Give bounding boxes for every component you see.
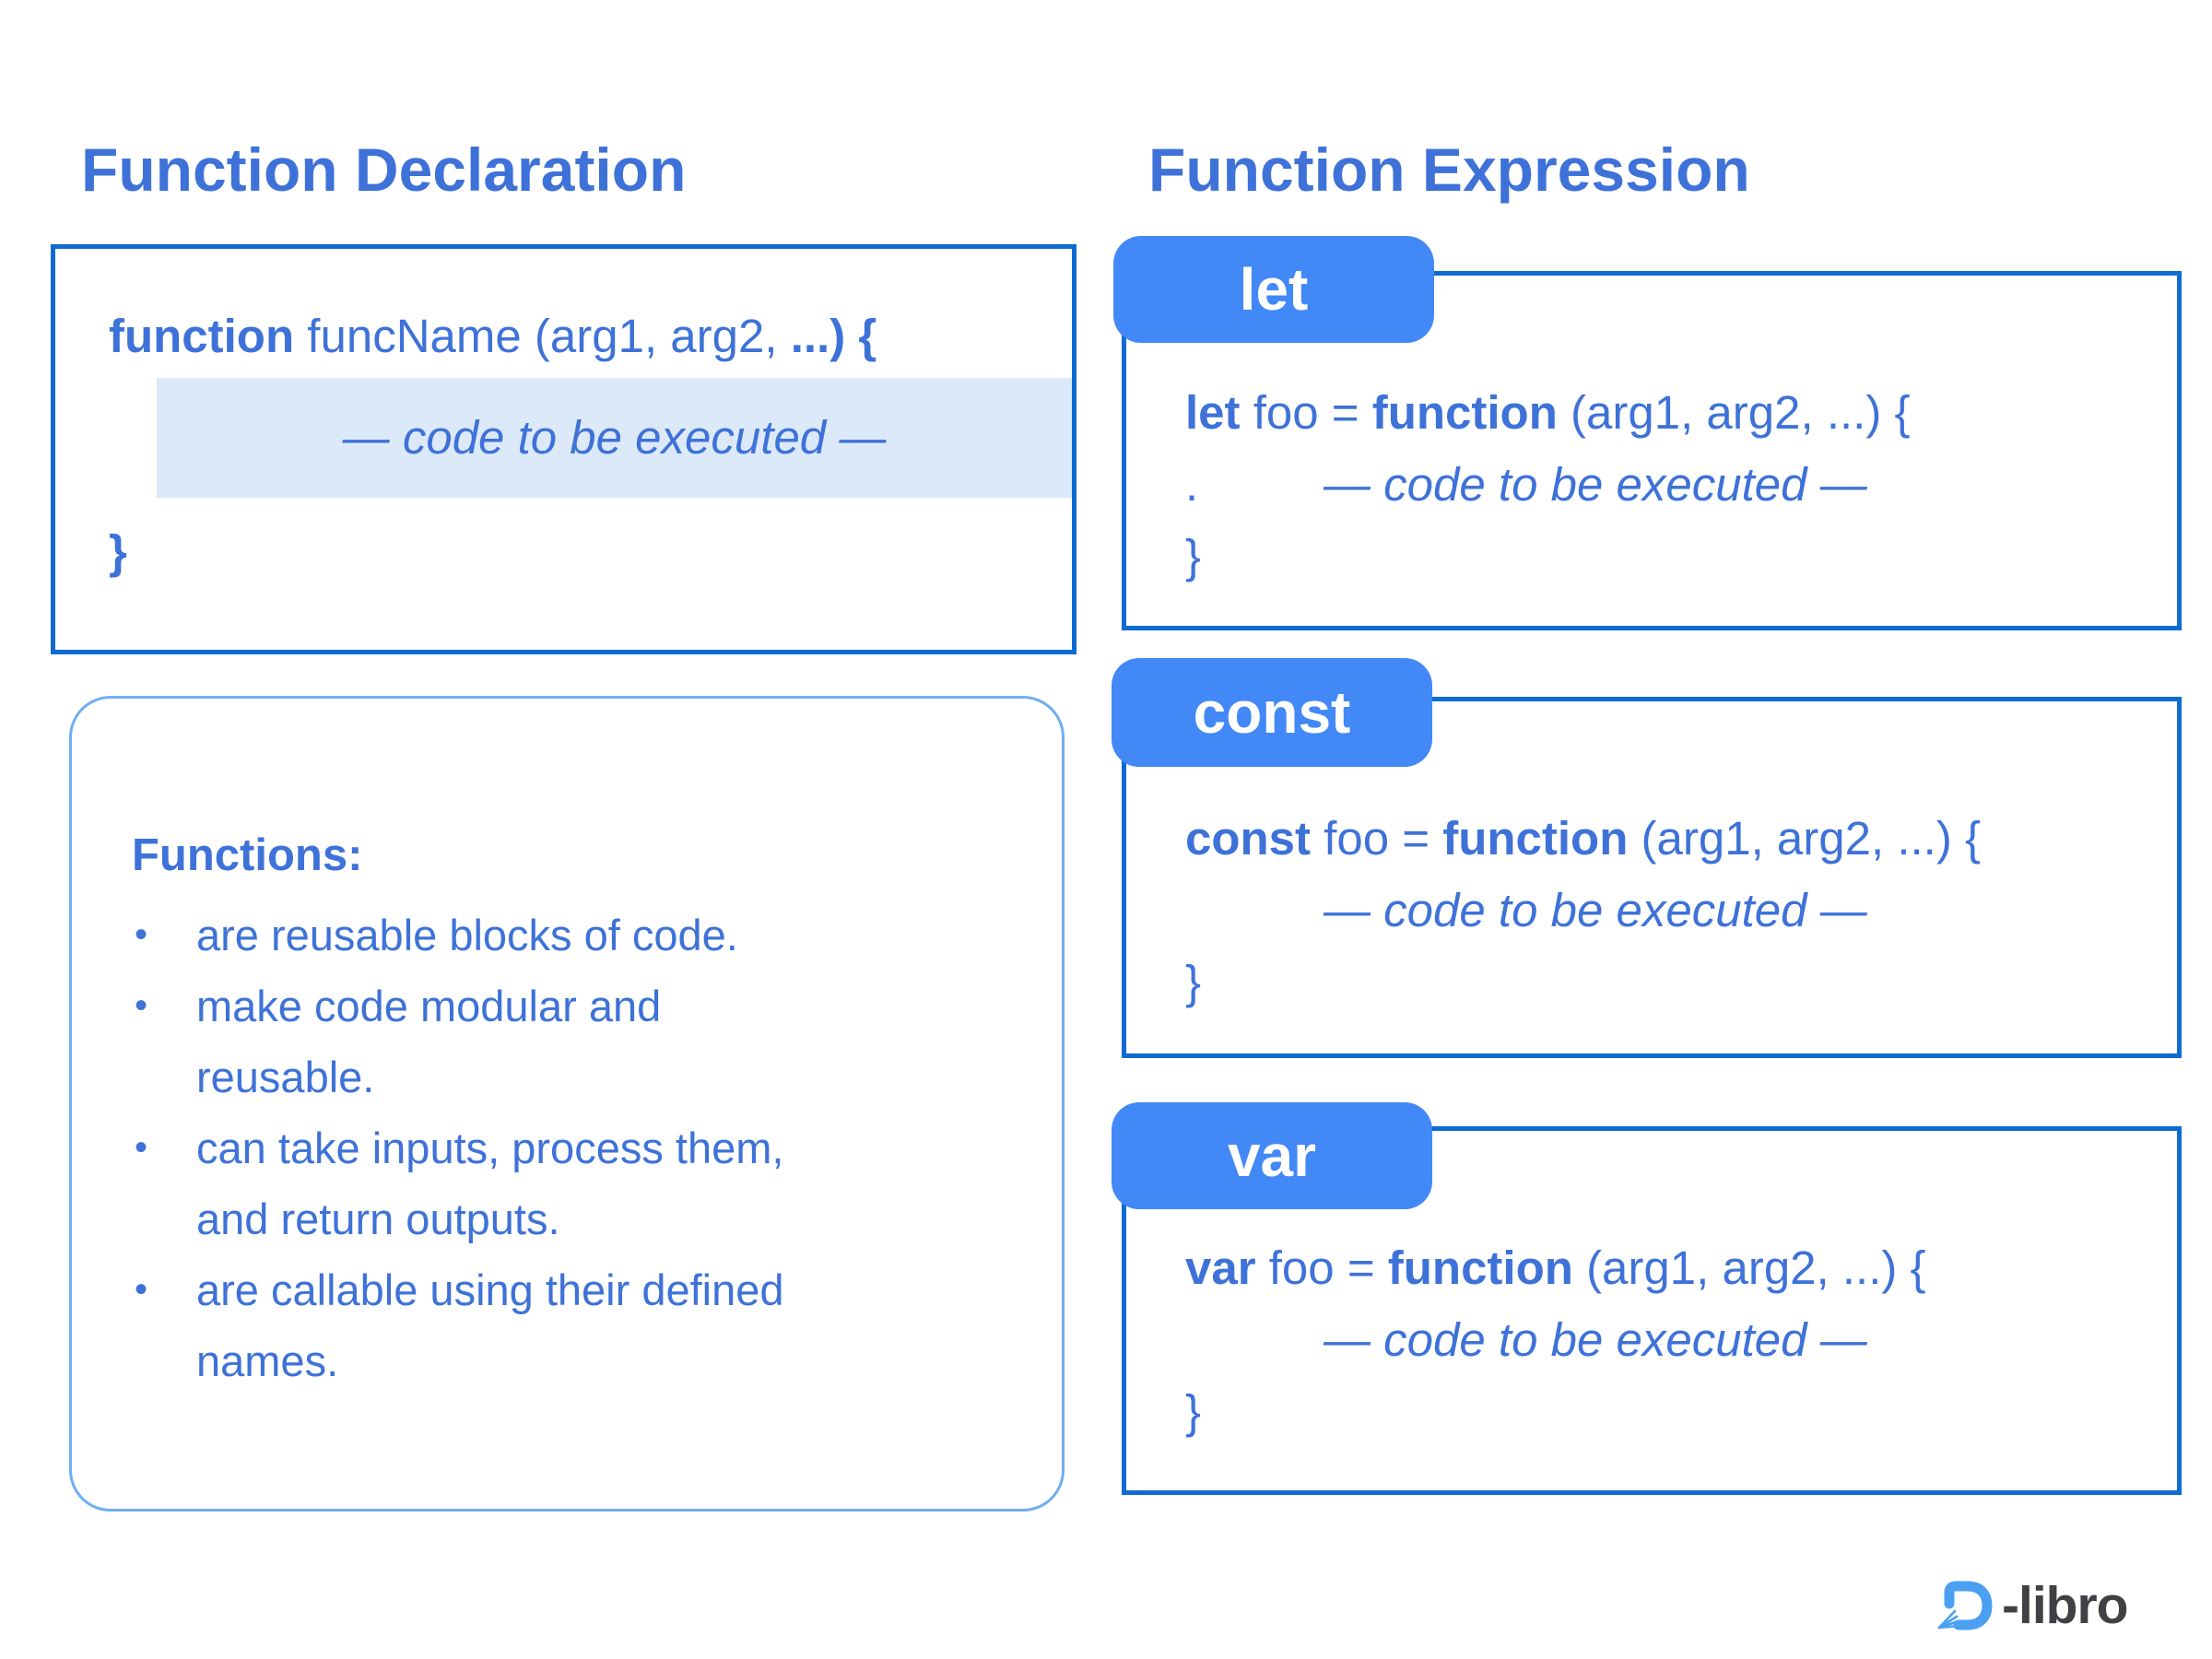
logo-text: -libro (2002, 1576, 2128, 1635)
var-args-tail: (arg1, arg2, ...) { (1572, 1241, 1926, 1294)
const-code-line1: const foo = function (arg1, arg2, ...) { (1185, 803, 2177, 875)
keyword-let: let (1185, 386, 1241, 439)
var-code-line2: — code to be executed — (1185, 1304, 2177, 1376)
let-code-line2: . — code to be executed — (1185, 449, 2177, 521)
let-closing-brace: } (1185, 530, 1202, 582)
code-body-placeholder: — code to be executed — (342, 411, 887, 464)
const-args-tail: (arg1, arg2, ...) { (1628, 812, 1982, 865)
function-expression-title: Function Expression (1148, 135, 1750, 204)
var-code-line1: var foo = function (arg1, arg2, ...) { (1185, 1232, 2177, 1304)
keyword-function: function (1371, 386, 1558, 439)
code-body-placeholder: — code to be executed — (1324, 458, 1867, 511)
keyword-function: function (1442, 812, 1629, 865)
var-assignment: foo = (1255, 1241, 1388, 1294)
declaration-code-line1: function funcName (arg1, arg2, ...) { (109, 304, 1072, 369)
let-code-line1: let foo = function (arg1, arg2, ...) { (1185, 377, 2177, 449)
const-code: const foo = function (arg1, arg2, ...) {… (1126, 701, 2177, 1018)
function-declaration-title: Function Declaration (81, 135, 687, 204)
const-assignment: foo = (1311, 812, 1443, 865)
list-item: can take inputs, process them, and retur… (72, 1112, 1062, 1254)
let-code: let foo = function (arg1, arg2, ...) { .… (1126, 276, 2177, 593)
list-item: make code modular and reusable. (72, 971, 1062, 1112)
code-body-placeholder: — code to be executed — (1324, 1313, 1867, 1366)
functions-info-box: Functions: are reusable blocks of code. … (69, 696, 1065, 1512)
var-code: var foo = function (arg1, arg2, ...) { —… (1126, 1131, 2177, 1448)
let-args-tail: (arg1, arg2, ...) { (1557, 386, 1911, 439)
function-declaration-box: function funcName (arg1, arg2, ...) { — … (51, 244, 1077, 654)
keyword-function: function (1387, 1241, 1573, 1294)
list-item: are reusable blocks of code. (72, 900, 1062, 971)
d-libro-logo: -libro (1936, 1576, 2128, 1635)
stray-dot: . (1185, 458, 1199, 511)
keyword-var: var (1185, 1241, 1256, 1294)
var-tab: var (1112, 1102, 1432, 1209)
declaration-args-tail: ...) { (790, 310, 877, 362)
let-assignment: foo = (1240, 386, 1372, 439)
const-tab: const (1112, 658, 1432, 767)
var-closing-brace: } (1185, 1385, 1202, 1438)
d-book-icon (1936, 1579, 1996, 1632)
keyword-function: function (109, 310, 295, 362)
code-body-highlight: — code to be executed — (157, 378, 1072, 498)
const-code-line2: — code to be executed — (1185, 875, 2177, 947)
keyword-const: const (1185, 812, 1312, 865)
let-tab: let (1113, 236, 1434, 343)
const-closing-brace: } (1185, 956, 1202, 1008)
code-body-placeholder: — code to be executed — (1324, 884, 1867, 936)
functions-info-title: Functions: (132, 830, 363, 880)
declaration-code: function funcName (arg1, arg2, ...) { — … (55, 249, 1072, 584)
functions-bullet-list: are reusable blocks of code. make code m… (72, 900, 1062, 1396)
declaration-signature: funcName (arg1, arg2, (294, 310, 791, 362)
list-item: are callable using their defined names. (72, 1254, 1062, 1396)
declaration-closing-brace: } (109, 525, 127, 578)
